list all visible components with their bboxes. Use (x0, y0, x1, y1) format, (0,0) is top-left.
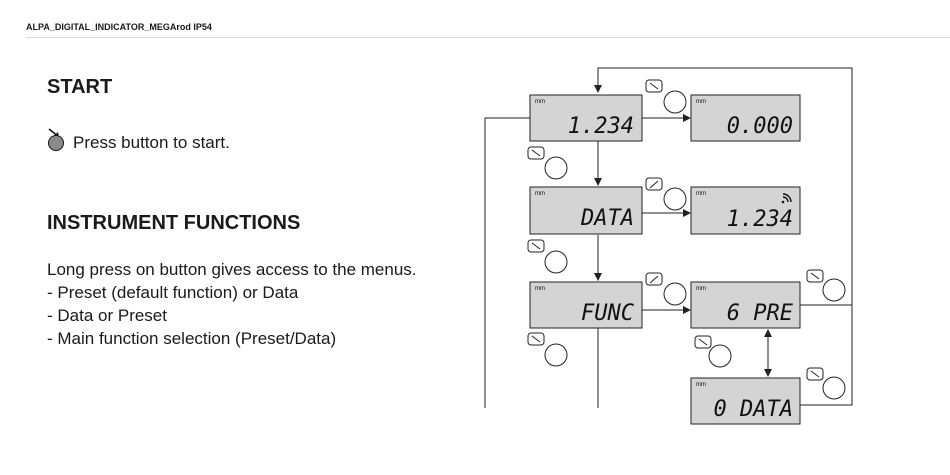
lcd-display: mm 0.000 (690, 94, 801, 142)
short-press-icon (645, 79, 687, 114)
short-press-icon (527, 146, 568, 180)
press-indicators (527, 79, 846, 400)
start-instruction-text: Press button to start. (73, 133, 230, 152)
lcd-unit: mm (535, 286, 545, 292)
short-press-icon (645, 177, 687, 211)
lcd-display: mm 0 DATA (690, 377, 801, 425)
lcd-display: mm 6 PRE (690, 281, 801, 329)
functions-line: - Data or Preset (47, 306, 167, 325)
document-header-title: ALPA_DIGITAL_INDICATOR_MEGArod IP54 (26, 22, 212, 32)
short-press-icon (645, 272, 687, 306)
functions-line: Long press on button gives access to the… (47, 260, 417, 279)
press-button-icon (47, 128, 67, 151)
start-instruction: Press button to start. (47, 128, 230, 153)
short-press-icon (527, 332, 568, 367)
lcd-value: 0 DATA (714, 397, 793, 422)
functions-line: - Main function selection (Preset/Data) (47, 329, 337, 348)
functions-section-title: INSTRUMENT FUNCTIONS (47, 212, 301, 234)
lcd-value: 1.234 (568, 114, 634, 139)
lcd-value: 0.000 (727, 114, 793, 139)
lcd-unit: mm (696, 191, 706, 197)
lcd-display: mm 1.234 (529, 94, 643, 142)
lcd-value: 1.234 (727, 207, 793, 232)
short-press-icon (694, 335, 732, 368)
short-press-icon (806, 269, 846, 302)
lcd-value: FUNC (581, 301, 635, 326)
flow-connectors (484, 67, 853, 408)
lcd-display: mm DATA (529, 186, 643, 235)
lcd-value: DATA (580, 206, 634, 231)
lcd-unit: mm (696, 99, 706, 105)
lcd-unit: mm (696, 382, 706, 388)
short-press-icon (806, 367, 846, 400)
functions-description: Long press on button gives access to the… (47, 258, 417, 350)
lcd-display: mm 1.234 (690, 186, 801, 235)
lcd-unit: mm (535, 99, 545, 105)
short-press-icon (527, 239, 568, 274)
lcd-value: 6 PRE (727, 301, 794, 326)
signal-icon (781, 193, 792, 204)
lcd-unit: mm (696, 286, 706, 292)
header-divider (26, 37, 950, 38)
lcd-display: mm FUNC (529, 281, 643, 329)
functions-line: - Preset (default function) or Data (47, 283, 299, 302)
lcd-unit: mm (535, 191, 545, 197)
start-section-title: START (47, 76, 113, 98)
